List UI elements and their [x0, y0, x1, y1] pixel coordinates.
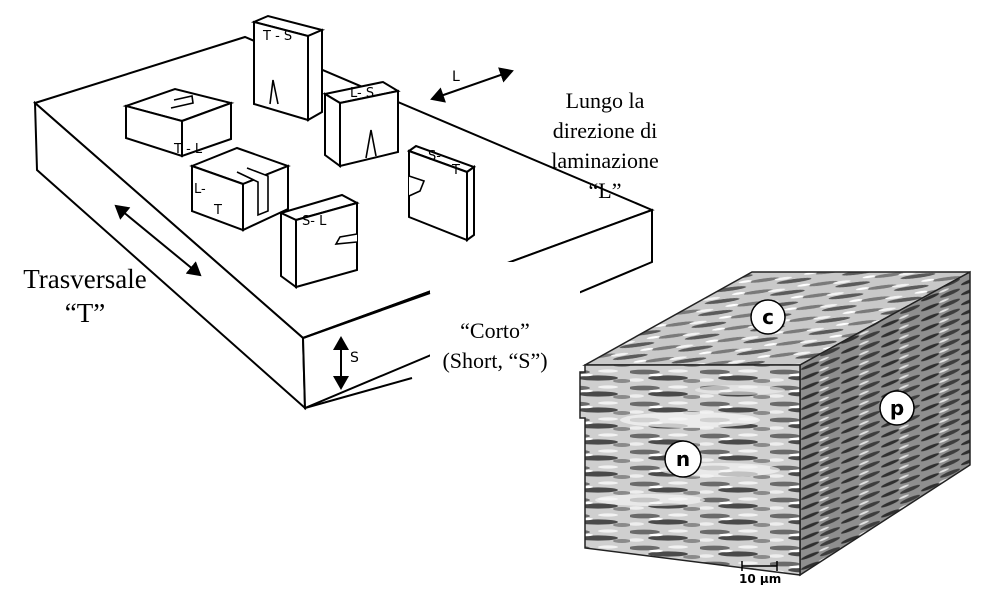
transverse-caption-line1: Trasversale: [23, 264, 147, 294]
specimen-l-t: L- T: [189, 146, 291, 232]
micrograph-cube: c n p 10 μm: [579, 270, 971, 586]
specimen-t-l: T - L: [122, 87, 235, 158]
longitudinal-arrow: [430, 67, 514, 103]
short-caption: “Corto” (Short, “S”): [420, 316, 570, 376]
scale-bar-label: 10 μm: [739, 572, 781, 585]
longitudinal-arrow-label: L: [452, 69, 460, 85]
specimen-s-t: S- T: [406, 144, 477, 242]
transverse-caption: Trasversale “T”: [0, 262, 170, 330]
longitudinal-caption: Lungo la direzione di laminazione “L”: [530, 86, 680, 206]
longitudinal-caption-line3: laminazione: [551, 148, 659, 173]
specimen-l-s: L- S: [322, 80, 401, 168]
transverse-caption-line2: “T”: [64, 298, 106, 328]
specimen-s-t-label-line2: T: [451, 163, 460, 178]
specimen-t-s: T - S: [250, 14, 326, 122]
specimen-l-t-label-line1: L-: [194, 182, 206, 197]
micrograph-label-p: p: [890, 396, 904, 420]
specimen-t-s-label: T - S: [262, 29, 292, 44]
scale-bar: 10 μm: [739, 561, 781, 586]
short-caption-line1: “Corto”: [460, 318, 530, 343]
specimen-t-l-label: T - L: [173, 142, 203, 157]
transverse-arrow: [114, 204, 202, 277]
micrograph-label-n: n: [676, 447, 690, 471]
short-caption-line2: (Short, “S”): [442, 348, 548, 373]
specimen-l-t-label-line2: T: [213, 203, 222, 218]
specimen-l-s-label: L- S: [350, 86, 374, 101]
specimen-s-l-label: S- L: [302, 214, 327, 229]
short-arrow-label: S: [350, 350, 359, 366]
longitudinal-caption-line2: direzione di: [552, 118, 658, 143]
specimen-s-t-label-line1: S-: [428, 149, 441, 164]
longitudinal-caption-line1: Lungo la: [565, 88, 645, 113]
specimen-s-l: S- L: [278, 193, 360, 289]
micrograph-label-c: c: [762, 305, 774, 329]
longitudinal-caption-line4: “L”: [588, 178, 622, 203]
